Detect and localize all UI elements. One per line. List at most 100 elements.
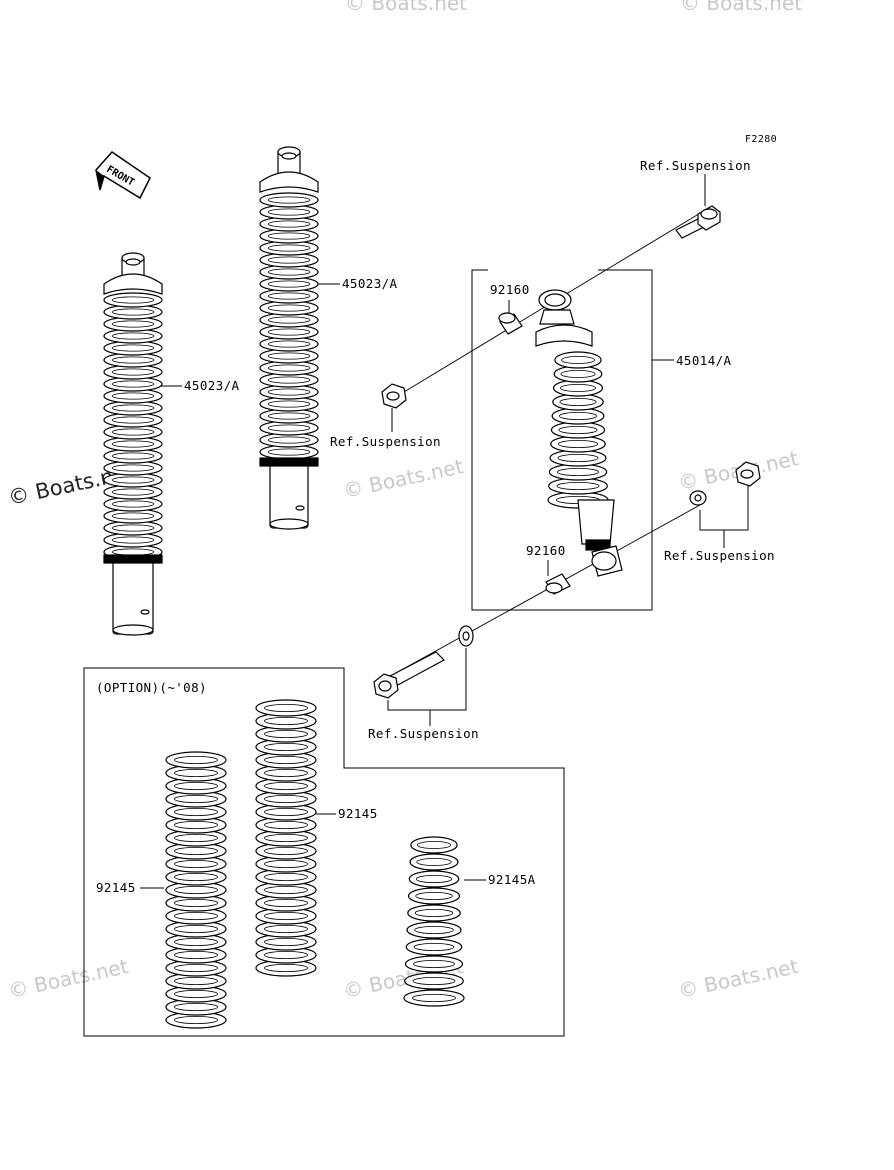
coil-inner: [263, 821, 308, 830]
coil-inner: [267, 256, 311, 264]
ref-suspension-top[interactable]: Ref.Suspension: [640, 158, 751, 173]
ref-suspension-nut[interactable]: Ref.Suspension: [330, 434, 441, 449]
coil-inner: [173, 899, 218, 908]
coil-inner: [267, 340, 311, 348]
coil-inner: [267, 268, 311, 276]
coil-inner: [173, 795, 218, 804]
ref-bracket-bottom: [387, 648, 467, 711]
coil-inner: [173, 990, 218, 999]
coil-inner: [267, 244, 311, 252]
coil-inner: [111, 416, 155, 424]
coil-inner: [173, 873, 218, 882]
top-bolt: [675, 205, 721, 239]
coil-inner: [263, 834, 308, 843]
coil-inner: [173, 977, 218, 986]
coil-inner: [173, 925, 218, 934]
coil-inner: [263, 951, 308, 960]
coil-inner: [111, 296, 155, 304]
coil-inner: [556, 481, 600, 490]
coil-inner: [173, 886, 218, 895]
coil-inner: [267, 292, 311, 300]
coil-turn: [103, 292, 163, 308]
shock-assembly-bracket: [471, 269, 674, 611]
nut-right: [735, 461, 761, 487]
coil-inner: [173, 1003, 218, 1012]
diagram-code: F2280: [745, 134, 777, 145]
option-box: [83, 667, 565, 1037]
part-label-92145-left[interactable]: 92145: [96, 880, 136, 895]
spring-92145-middle: [255, 699, 317, 977]
coil-inner: [267, 448, 311, 456]
ref-suspension-right[interactable]: Ref.Suspension: [664, 548, 775, 563]
coil-inner: [111, 428, 155, 436]
coil-inner: [111, 452, 155, 460]
coil-inner: [111, 380, 155, 388]
watermark-text: © Boats.net: [345, 0, 467, 15]
coil-inner: [111, 488, 155, 496]
coil-inner: [560, 369, 596, 378]
option-label: (OPTION)(~'08): [96, 680, 207, 695]
part-label-45023a-left[interactable]: 45023/A: [184, 378, 240, 393]
coil-inner: [267, 208, 311, 216]
coil-turn: [404, 955, 464, 973]
coil-inner: [263, 704, 308, 713]
coil-inner: [414, 926, 454, 935]
coil-inner: [173, 808, 218, 817]
coil-inner: [111, 404, 155, 412]
coil-inner: [267, 232, 311, 240]
coil-inner: [263, 756, 308, 765]
coil-inner: [263, 899, 308, 908]
axis-line-bottom: [375, 504, 701, 685]
ref-bracket-right: [699, 486, 749, 531]
shock-absorber-middle: [259, 146, 319, 530]
ref-suspension-bottom[interactable]: Ref.Suspension: [368, 726, 479, 741]
coil-inner: [558, 425, 598, 434]
coil-inner: [263, 769, 308, 778]
coil-inner: [111, 344, 155, 352]
coil-turn: [407, 904, 461, 922]
part-label-92145a[interactable]: 92145A: [488, 872, 536, 887]
coil-inner: [263, 795, 308, 804]
coil-inner: [263, 860, 308, 869]
coil-inner: [263, 808, 308, 817]
coil-inner: [111, 500, 155, 508]
coil-inner: [416, 858, 452, 867]
coil-inner: [267, 316, 311, 324]
coil-inner: [558, 411, 598, 420]
coil-inner: [416, 841, 452, 850]
watermark-text: © Boats.net: [676, 954, 800, 1003]
coil-inner: [267, 364, 311, 372]
collar-top: [498, 312, 523, 335]
coil-inner: [173, 938, 218, 947]
coil-inner: [111, 476, 155, 484]
coil-inner: [263, 717, 308, 726]
coil-inner: [413, 960, 455, 969]
coil-inner: [414, 909, 454, 918]
coil-inner: [263, 886, 308, 895]
coil-turn: [165, 751, 227, 769]
coil-turn: [404, 972, 464, 990]
part-label-92145-middle[interactable]: 92145: [338, 806, 378, 821]
coil-turn: [255, 699, 317, 717]
coil-inner: [267, 400, 311, 408]
coil-inner: [111, 392, 155, 400]
coil-inner: [267, 196, 311, 204]
coil-inner: [111, 524, 155, 532]
coil-inner: [413, 943, 455, 952]
coil-inner: [111, 464, 155, 472]
coil-turn: [554, 351, 602, 369]
coil-inner: [263, 730, 308, 739]
washer-right: [689, 490, 707, 506]
part-label-92160-top[interactable]: 92160: [490, 282, 530, 297]
coil-inner: [173, 834, 218, 843]
coil-inner: [263, 873, 308, 882]
coil-inner: [173, 847, 218, 856]
coil-inner: [267, 388, 311, 396]
part-label-92160-bottom[interactable]: 92160: [526, 543, 566, 558]
coil-turn: [409, 853, 459, 871]
coil-turn: [403, 989, 465, 1007]
coil-inner: [173, 821, 218, 830]
collar-bottom: [545, 573, 571, 595]
part-label-45014a[interactable]: 45014/A: [676, 353, 732, 368]
part-label-45023a-middle[interactable]: 45023/A: [342, 276, 398, 291]
